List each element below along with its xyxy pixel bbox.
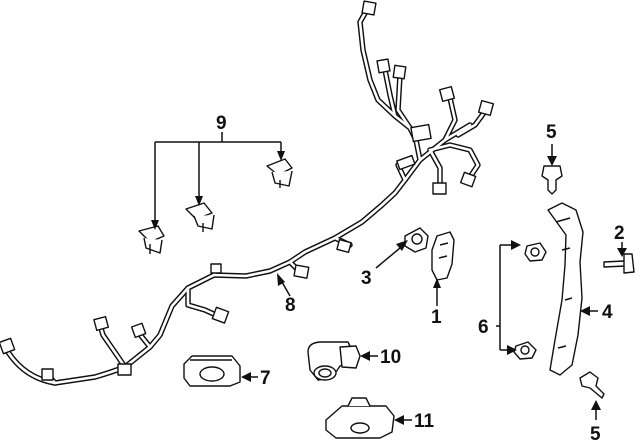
callout-10: 10 xyxy=(380,347,401,368)
callout-5-bottom: 5 xyxy=(590,424,601,445)
part-1-sensor-retainer xyxy=(431,231,455,281)
harness-brackets xyxy=(138,158,293,254)
callout-8: 8 xyxy=(285,295,296,316)
callout-1: 1 xyxy=(431,307,442,328)
callout-9: 9 xyxy=(216,113,227,134)
callout-2: 2 xyxy=(614,223,625,244)
bracket-middle xyxy=(185,202,215,232)
callout-5-top: 5 xyxy=(546,122,557,143)
part-3-grommet xyxy=(404,227,429,253)
part-5-screw-top xyxy=(541,165,563,195)
part-10-parking-sensor xyxy=(307,341,361,381)
part-5-screw-bottom xyxy=(579,371,605,399)
callout-7: 7 xyxy=(260,368,271,389)
part-11-sensor-housing xyxy=(325,397,395,439)
callout-labels: 1 2 3 4 5 5 6 7 8 9 10 11 xyxy=(216,113,625,445)
bracket-right xyxy=(266,158,293,188)
part-6-clip-upper xyxy=(524,242,547,262)
callout-4: 4 xyxy=(602,302,613,323)
callout-6: 6 xyxy=(478,317,489,338)
part-2-bolt xyxy=(603,253,635,274)
callout-3: 3 xyxy=(361,268,372,289)
wiring-harness xyxy=(0,0,495,386)
part-7-sensor-bracket xyxy=(183,355,241,387)
part-6-clip-lower xyxy=(513,341,537,360)
bracket-left xyxy=(138,225,165,254)
part-4-reinforcement-bar xyxy=(547,202,584,376)
callout-11: 11 xyxy=(414,411,435,432)
leader-lines xyxy=(151,132,627,425)
